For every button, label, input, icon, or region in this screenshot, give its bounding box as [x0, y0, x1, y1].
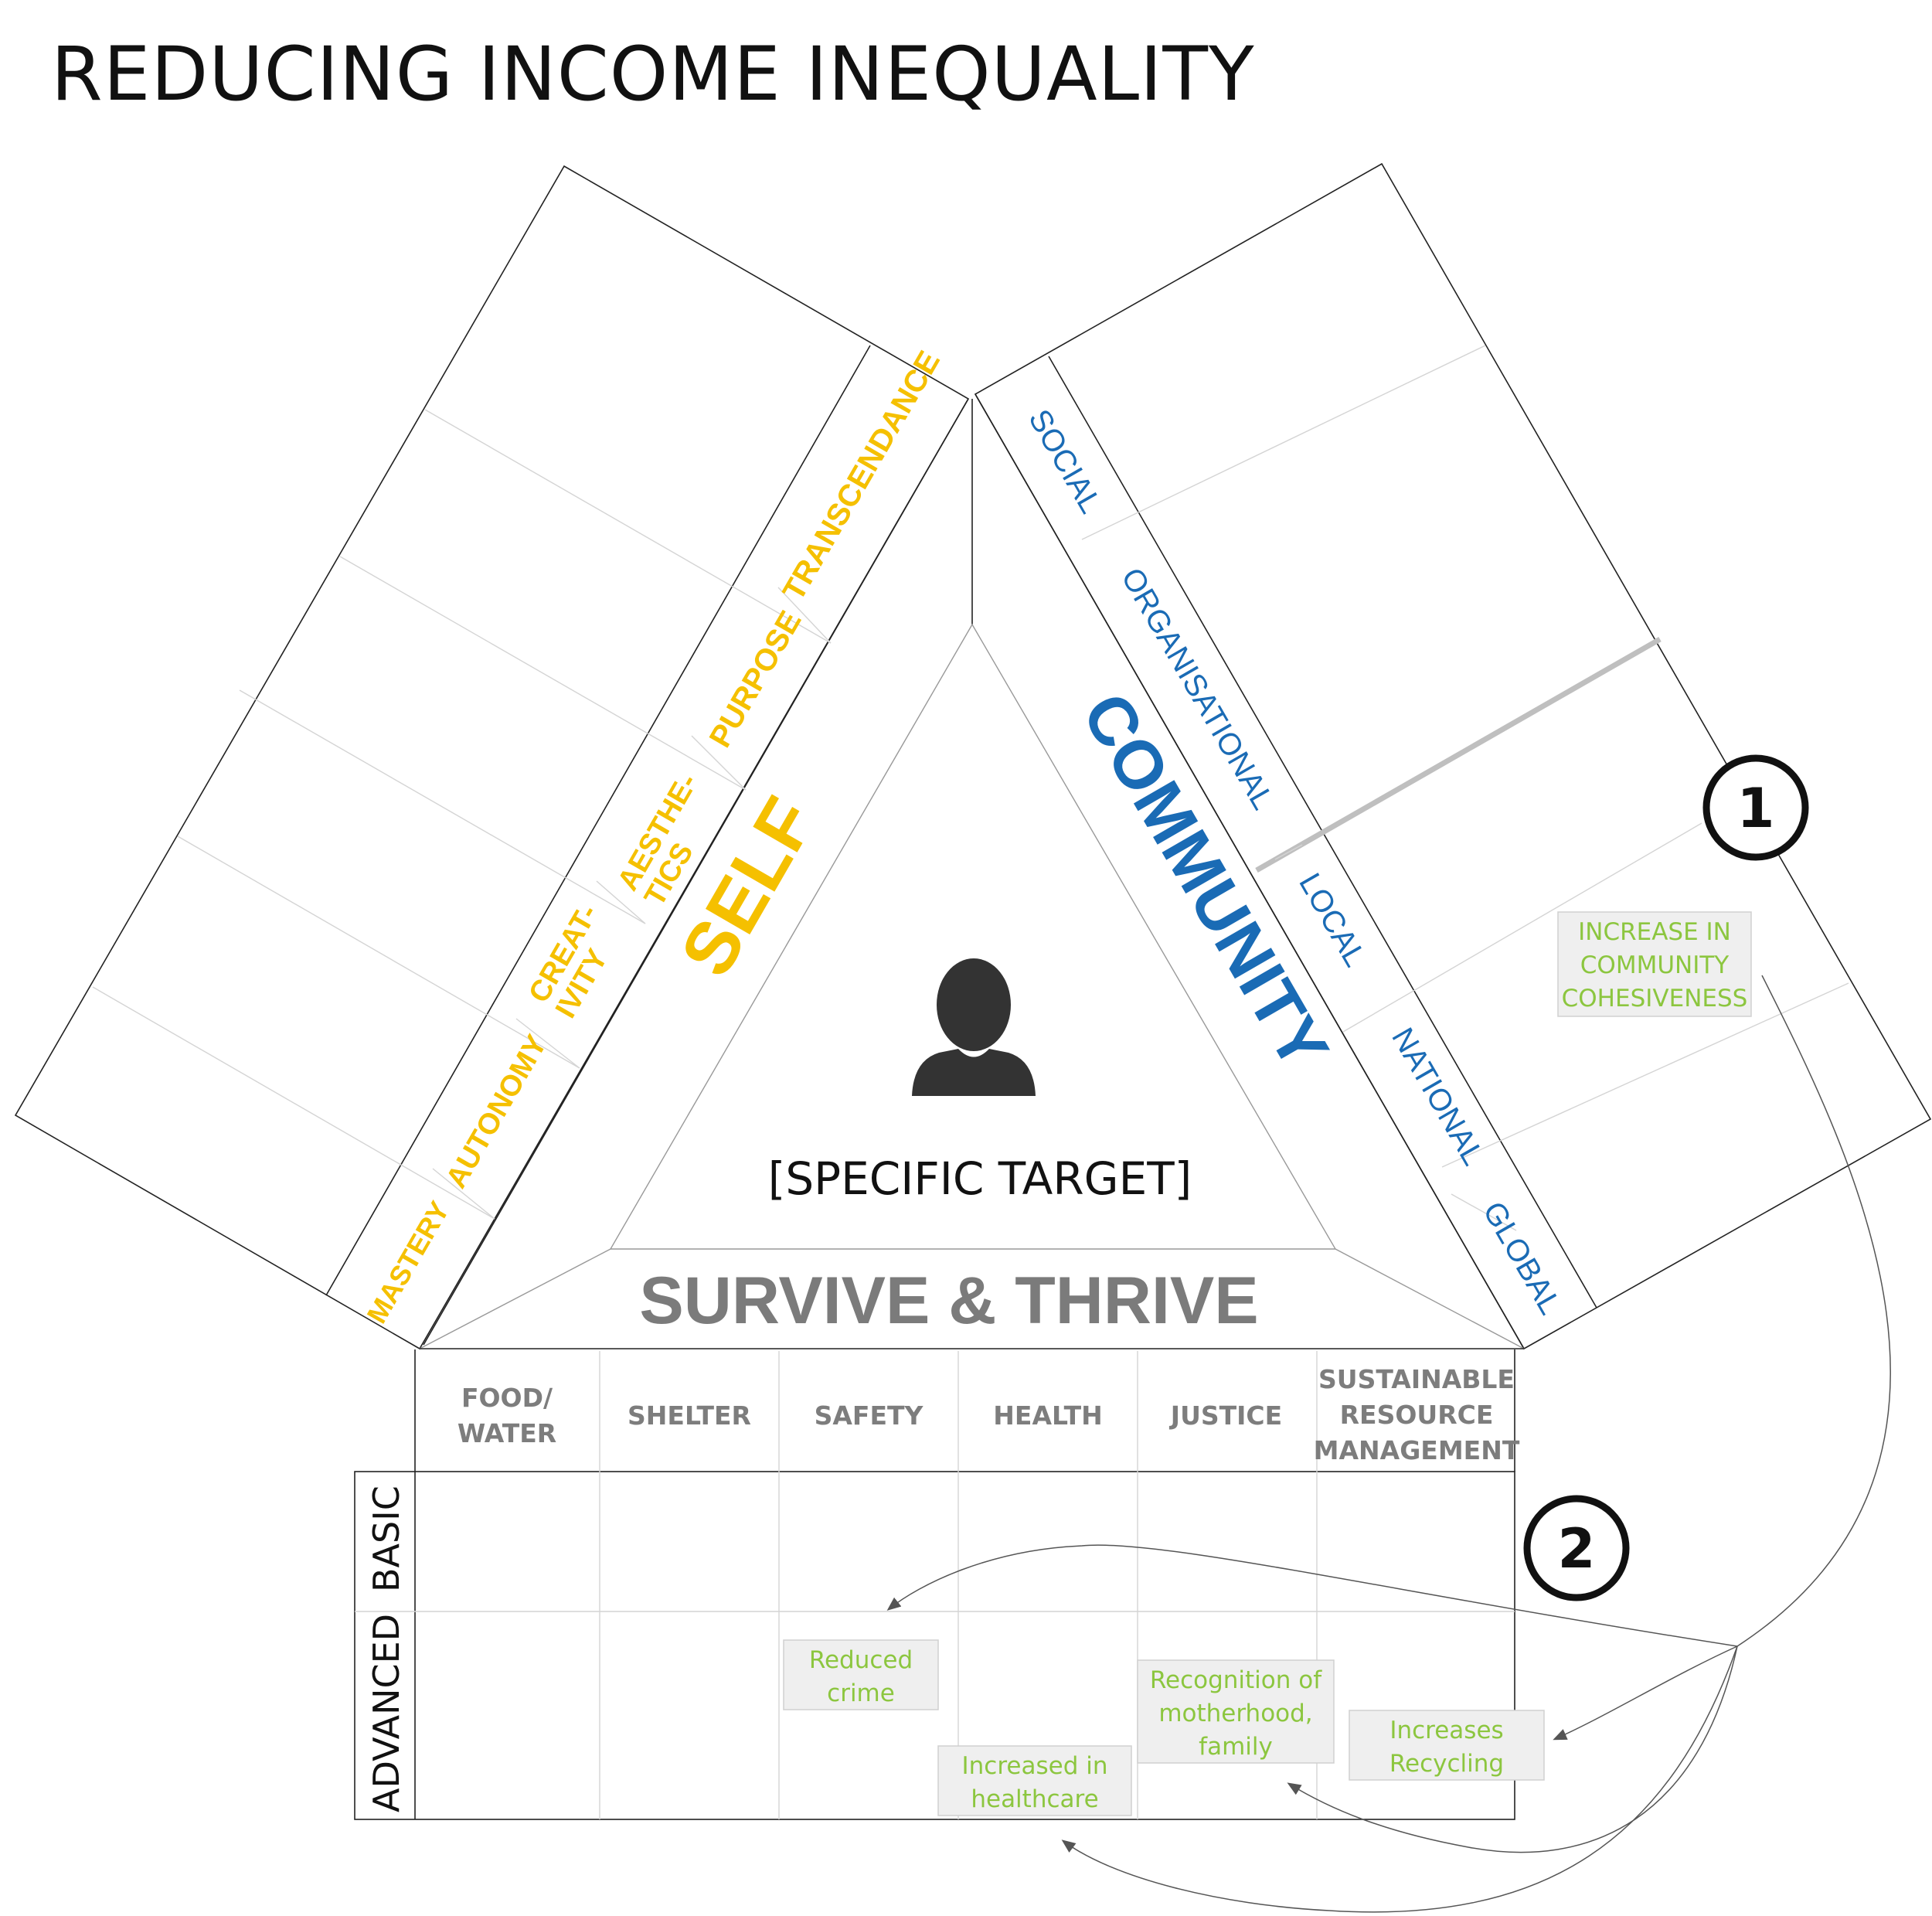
self-level-transcendance: TRANSCENDANCE — [777, 345, 947, 607]
badge-2-text: 2 — [1558, 1517, 1596, 1581]
self-level-creativity: CREAT-IVITY — [522, 899, 631, 1023]
self-level-mastery: MASTERY — [360, 1196, 455, 1329]
self-level-creativity-line: CREAT-IVITY — [522, 899, 631, 1023]
badge-1: 1 — [1702, 754, 1809, 861]
center-triangle — [419, 399, 1525, 1349]
community-level-social: SOCIAL — [1022, 404, 1107, 519]
column-header-shelter: SHELTER — [628, 1400, 751, 1431]
connector-arrows — [886, 975, 1891, 1913]
row-header-advanced: ADVANCED — [366, 1614, 407, 1812]
row-header-basic: BASIC — [366, 1485, 407, 1592]
self-panel — [14, 165, 970, 1350]
column-header-food-water-text: FOOD/WATER — [457, 1383, 556, 1448]
self-level-purpose: PURPOSE — [703, 605, 808, 753]
badge-2: 2 — [1523, 1495, 1630, 1601]
survive-heading: SURVIVE & THRIVE — [639, 1264, 1258, 1338]
specific-target-label: [SPECIFIC TARGET] — [768, 1152, 1192, 1205]
column-header-health: HEALTH — [993, 1400, 1102, 1431]
community-panel — [974, 162, 1932, 1350]
badge-1-text: 1 — [1737, 777, 1775, 840]
community-level-local: LOCAL — [1292, 868, 1372, 973]
community-level-global: GLOBAL — [1476, 1196, 1567, 1321]
column-header-justice: JUSTICE — [1169, 1400, 1282, 1431]
self-level-autonomy: AUTONOMY — [440, 1029, 553, 1193]
column-header-food-water: FOOD/WATER — [457, 1383, 556, 1448]
person-icon — [912, 958, 1036, 1096]
page-title: REDUCING INCOME INEQUALITY — [51, 31, 1255, 117]
column-header-safety: SAFETY — [815, 1400, 924, 1431]
self-heading: SELF — [665, 784, 832, 990]
